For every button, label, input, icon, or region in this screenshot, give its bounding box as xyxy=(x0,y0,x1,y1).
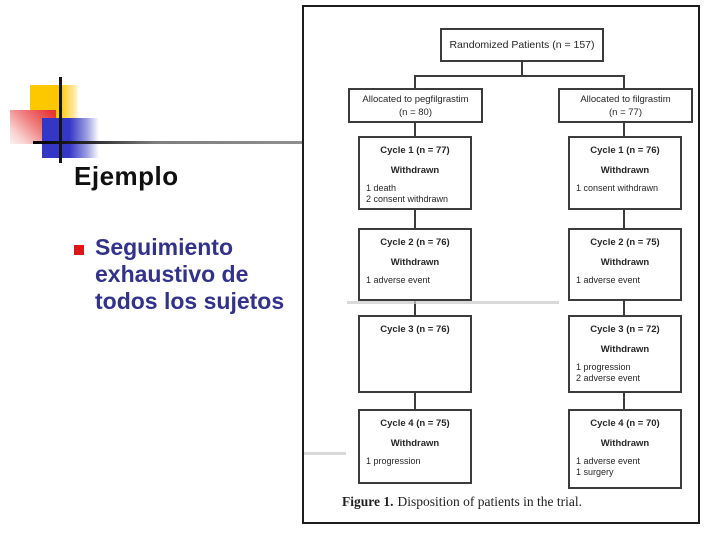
decor-horizontal-line xyxy=(33,141,303,144)
flow-box-cycle1-filgrastim: Cycle 1 (n = 76) Withdrawn 1 consent wit… xyxy=(568,136,682,210)
flow-box-randomized: Randomized Patients (n = 157) xyxy=(440,28,604,62)
cycle-title: Cycle 2 (n = 76) xyxy=(380,237,450,248)
allocation-n: (n = 77) xyxy=(608,107,642,118)
withdrawn-label: Withdrawn xyxy=(390,438,440,449)
connector-line xyxy=(521,62,523,75)
withdrawn-label: Withdrawn xyxy=(600,165,650,176)
flow-box-cycle2-filgrastim: Cycle 2 (n = 75) Withdrawn 1 adverse eve… xyxy=(568,228,682,301)
allocation-n: (n = 80) xyxy=(398,107,432,118)
cycle-title: Cycle 4 (n = 70) xyxy=(590,418,660,429)
connector-line xyxy=(623,210,625,228)
decor-vertical-line xyxy=(59,77,62,163)
cycle-title: Cycle 4 (n = 75) xyxy=(380,418,450,429)
withdrawal-reason: 1 consent withdrawn xyxy=(576,183,659,193)
connector-line xyxy=(623,123,625,136)
slide-title: Ejemplo xyxy=(74,161,179,191)
bullet-item: Seguimiento exhaustivo de todos los suje… xyxy=(95,234,285,314)
withdrawal-reason: 1 adverse event xyxy=(576,275,641,285)
figure-caption-text: Disposition of patients in the trial. xyxy=(397,494,582,509)
decor-blue-square xyxy=(42,118,99,158)
connector-line xyxy=(623,301,625,315)
withdrawal-reason: 1 adverse event xyxy=(576,456,641,466)
withdrawal-reason: 2 adverse event xyxy=(576,373,641,383)
cycle-title: Cycle 1 (n = 76) xyxy=(590,145,660,156)
flow-box-allocation-filgrastim: Allocated to filgrastim (n = 77) xyxy=(558,88,693,123)
bullet-square-icon xyxy=(74,245,84,255)
withdrawn-label: Withdrawn xyxy=(600,438,650,449)
withdrawn-label: Withdrawn xyxy=(600,257,650,268)
connector-line xyxy=(623,77,625,88)
connector-line xyxy=(414,210,416,228)
flow-box-cycle1-pegfilgrastim: Cycle 1 (n = 77) Withdrawn 1 death 2 con… xyxy=(358,136,472,210)
flow-box-cycle4-pegfilgrastim: Cycle 4 (n = 75) Withdrawn 1 progression xyxy=(358,409,472,484)
figure-caption-number: Figure 1. xyxy=(342,494,394,509)
flow-box-cycle2-pegfilgrastim: Cycle 2 (n = 76) Withdrawn 1 adverse eve… xyxy=(358,228,472,301)
flow-box-cycle3-filgrastim: Cycle 3 (n = 72) Withdrawn 1 progression… xyxy=(568,315,682,393)
connector-line xyxy=(414,75,625,77)
withdrawal-reason: 2 consent withdrawn xyxy=(366,194,449,204)
flow-box-cycle4-filgrastim: Cycle 4 (n = 70) Withdrawn 1 adverse eve… xyxy=(568,409,682,489)
allocation-label: Allocated to filgrastim xyxy=(580,94,671,105)
withdrawal-reason: 1 progression xyxy=(576,362,631,372)
scan-artifact xyxy=(304,452,346,455)
connector-line xyxy=(623,393,625,409)
withdrawn-label: Withdrawn xyxy=(390,257,440,268)
cycle-title: Cycle 2 (n = 75) xyxy=(590,237,660,248)
connector-line xyxy=(414,77,416,88)
scan-artifact xyxy=(347,301,559,304)
cycle-title: Cycle 3 (n = 72) xyxy=(590,324,660,335)
withdrawal-reason: 1 adverse event xyxy=(366,275,431,285)
flow-box-allocation-pegfilgrastim: Allocated to pegfilgrastim (n = 80) xyxy=(348,88,483,123)
figure-panel: Randomized Patients (n = 157) Allocated … xyxy=(302,5,700,524)
withdrawal-reason: 1 surgery xyxy=(576,467,614,477)
figure-caption: Figure 1.Disposition of patients in the … xyxy=(342,494,582,510)
withdrawal-reason: 1 death xyxy=(366,183,397,193)
connector-line xyxy=(414,393,416,409)
cycle-title: Cycle 1 (n = 77) xyxy=(380,145,450,156)
flow-box-cycle3-pegfilgrastim: Cycle 3 (n = 76) xyxy=(358,315,472,393)
withdrawn-label: Withdrawn xyxy=(600,344,650,355)
withdrawn-label: Withdrawn xyxy=(390,165,440,176)
cycle-title: Cycle 3 (n = 76) xyxy=(380,324,450,335)
withdrawal-reason: 1 progression xyxy=(366,456,421,466)
connector-line xyxy=(414,123,416,136)
connector-line xyxy=(414,301,416,315)
allocation-label: Allocated to pegfilgrastim xyxy=(362,94,469,105)
